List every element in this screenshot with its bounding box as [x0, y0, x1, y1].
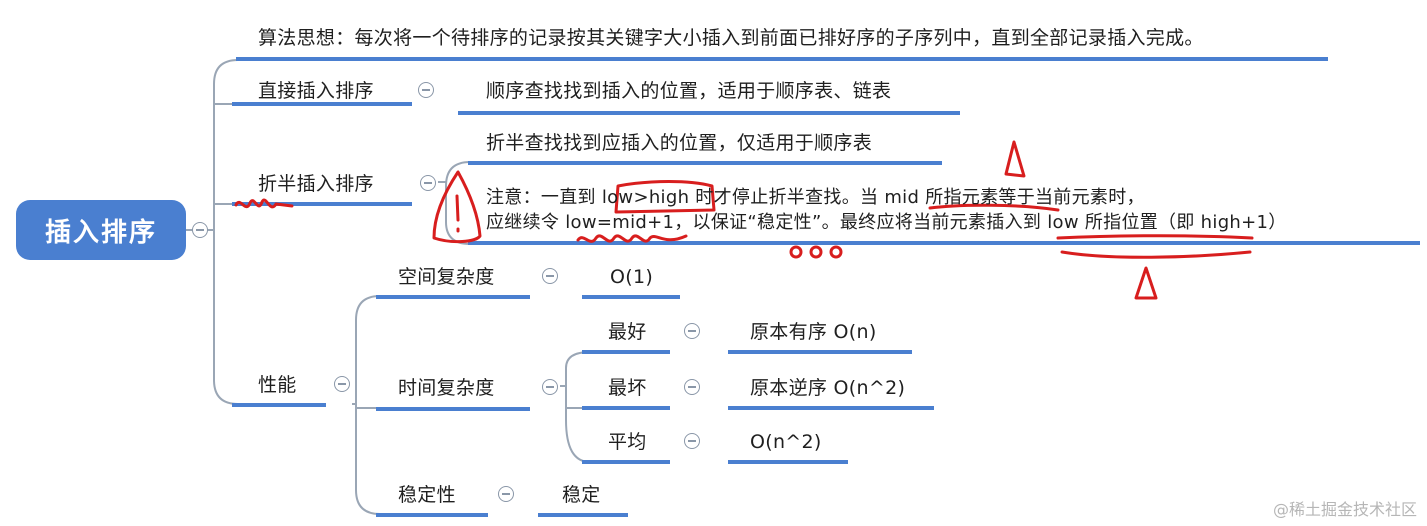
node-time-worst[interactable]: 最坏: [608, 377, 647, 399]
node-time-worst-value: 原本逆序 O(n^2): [750, 377, 906, 399]
wave-underline-mark: [576, 234, 688, 243]
watermark: @稀土掘金技术社区: [1272, 500, 1417, 519]
collapse-icon[interactable]: [192, 222, 208, 238]
node-binary-note-line1: 注意：一直到 low>high 时才停止折半查找。当 mid 所指元素等于当前元…: [486, 187, 1145, 208]
node-time-complexity[interactable]: 时间复杂度: [398, 377, 495, 399]
node-binary-detail: 折半查找找到应插入的位置，仅适用于顺序表: [486, 132, 873, 154]
collapse-icon[interactable]: [498, 486, 514, 502]
node-binary-insertion[interactable]: 折半插入排序: [258, 173, 374, 195]
node-space-value: O(1): [610, 266, 654, 288]
highlight-box-mark: [614, 180, 716, 214]
warning-triangle-mark: [432, 170, 482, 244]
collapse-icon[interactable]: [542, 379, 558, 395]
root-label: 插入排序: [44, 217, 157, 248]
branch-underlines: [232, 57, 1420, 517]
node-algorithm-idea: 算法思想：每次将一个待排序的记录按其关键字大小插入到前面已排好序的子序列中，直到…: [258, 27, 1204, 49]
circle-mark: [829, 245, 843, 259]
collapse-icon[interactable]: [684, 379, 700, 395]
node-time-best-value: 原本有序 O(n): [750, 321, 877, 343]
node-direct-detail: 顺序查找找到插入的位置，适用于顺序表、链表: [486, 80, 892, 102]
handwritten-annotations: [234, 140, 1254, 300]
circle-mark: [809, 245, 823, 259]
circle-mark: [789, 245, 803, 259]
connector-lines: [186, 59, 591, 515]
node-performance[interactable]: 性能: [258, 374, 297, 396]
squiggle-underline-mark: [234, 198, 294, 209]
underline-mark: [1056, 234, 1254, 240]
collapse-icon[interactable]: [684, 433, 700, 449]
node-direct-insertion[interactable]: 直接插入排序: [258, 80, 374, 102]
underline-mark: [928, 203, 1060, 212]
collapse-icon[interactable]: [418, 82, 434, 98]
collapse-icon[interactable]: [334, 376, 350, 392]
node-time-best[interactable]: 最好: [608, 321, 647, 343]
node-binary-note-line2: 应继续令 low=mid+1，以保证“稳定性”。最终应将当前元素插入到 low …: [486, 212, 1287, 233]
delta-mark-top: [1004, 140, 1026, 178]
collapse-icon[interactable]: [684, 323, 700, 339]
root-node[interactable]: 插入排序: [16, 200, 186, 260]
node-space-complexity[interactable]: 空间复杂度: [398, 266, 495, 288]
node-time-average-value: O(n^2): [750, 431, 822, 453]
node-stability[interactable]: 稳定性: [398, 484, 456, 506]
underline-mark: [1060, 250, 1252, 259]
collapse-icon[interactable]: [420, 175, 436, 191]
collapse-icon[interactable]: [542, 268, 558, 284]
node-stability-value: 稳定: [562, 484, 601, 506]
node-time-average[interactable]: 平均: [608, 431, 647, 453]
delta-mark-bottom: [1134, 266, 1158, 300]
